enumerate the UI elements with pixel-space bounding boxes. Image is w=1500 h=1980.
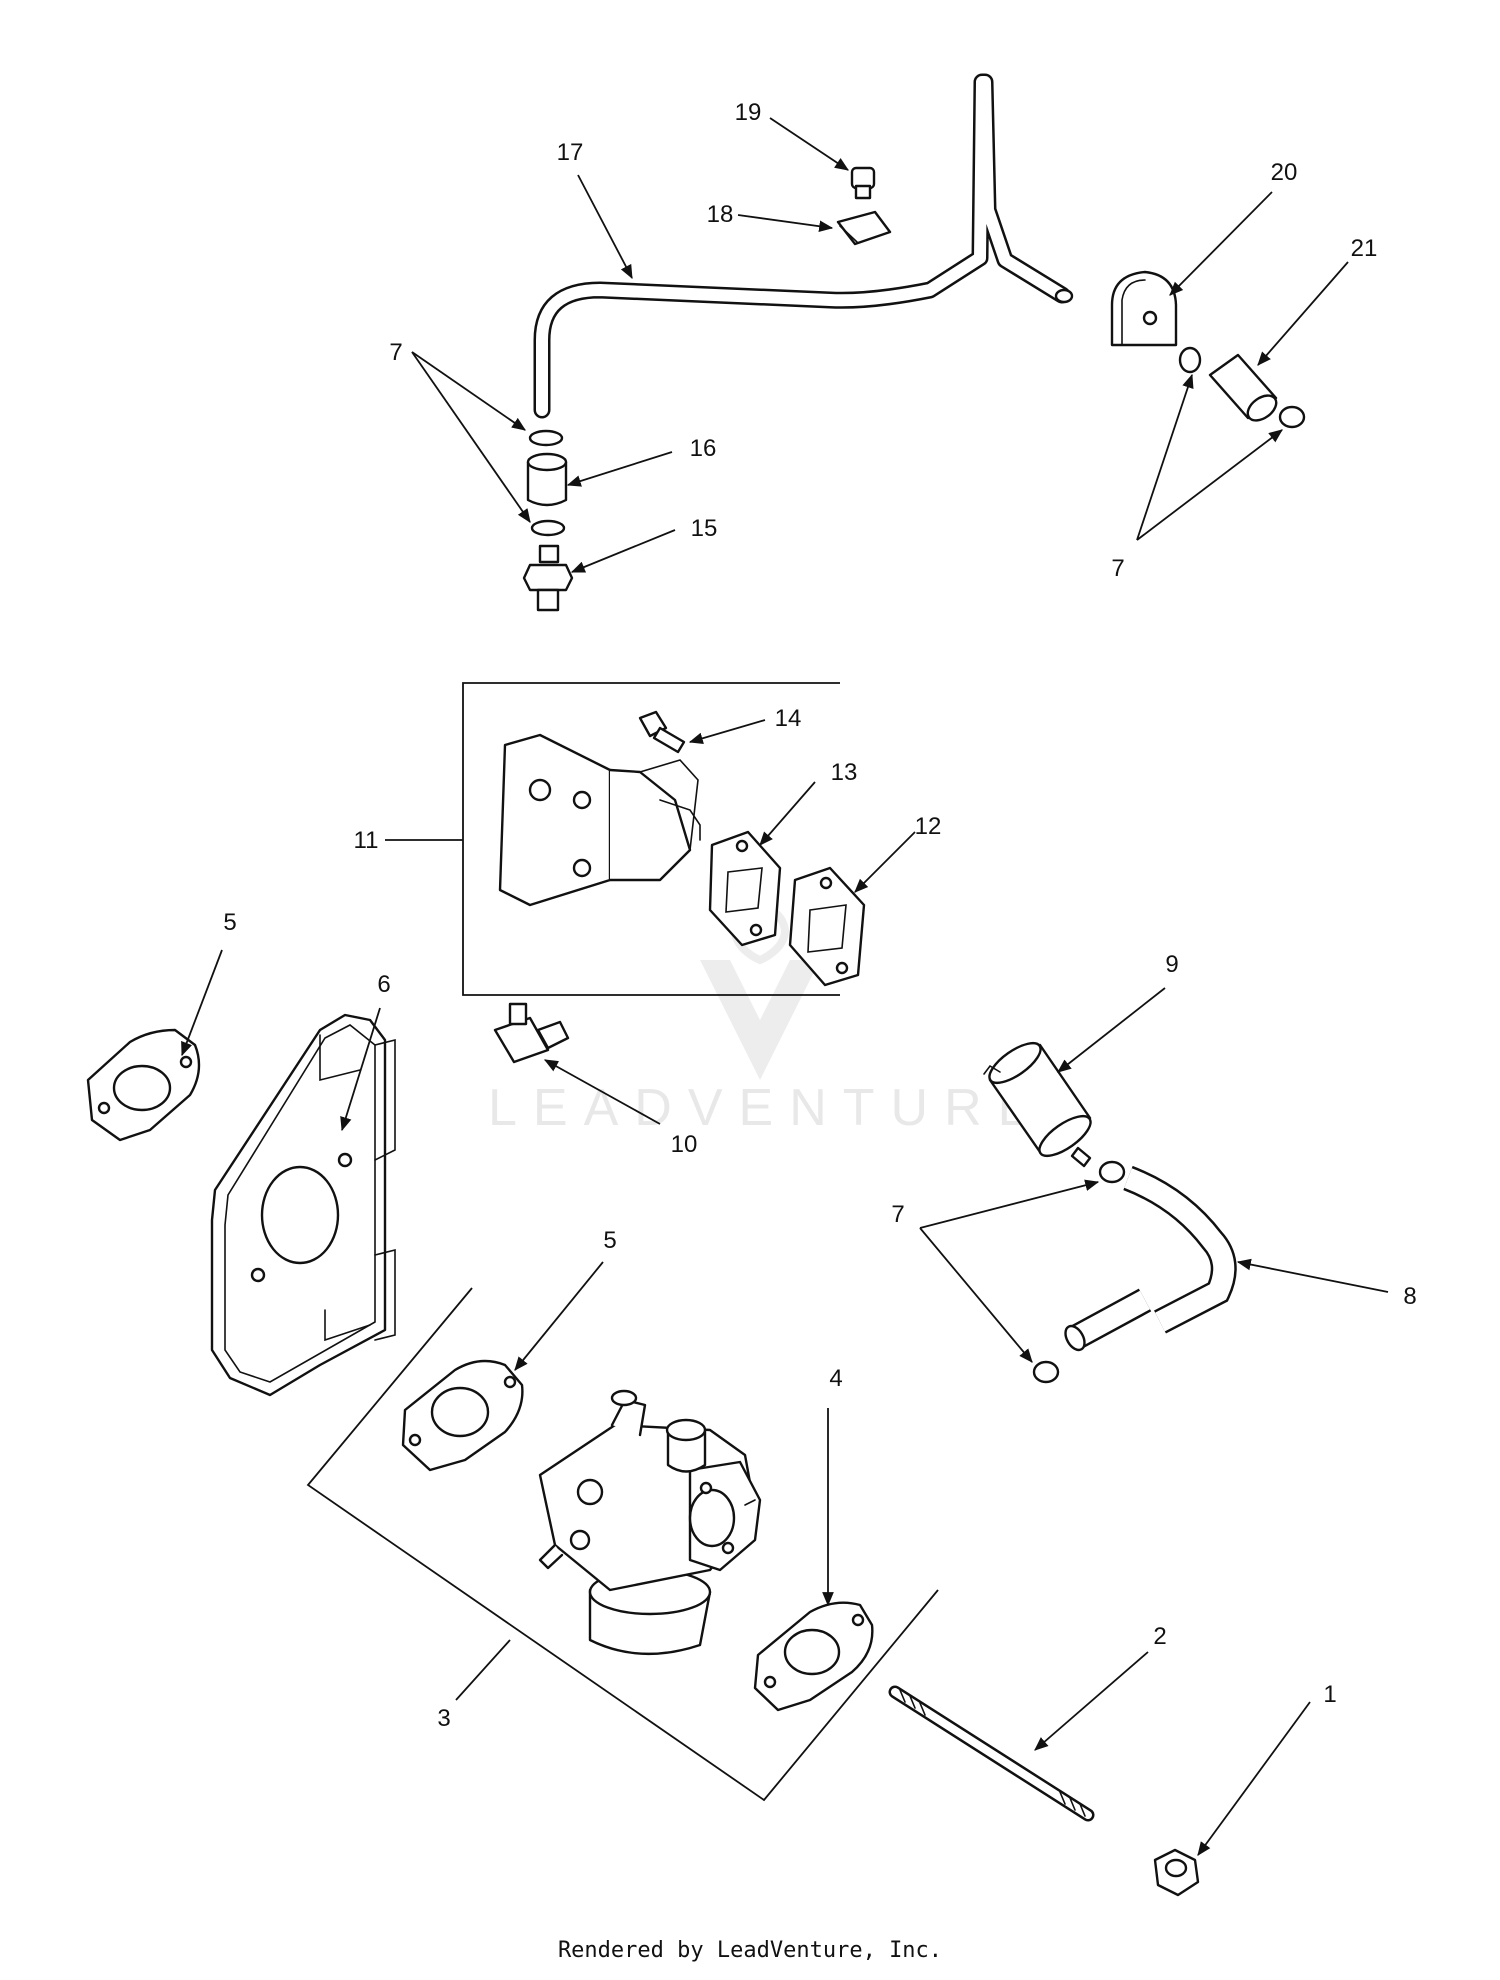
part-2-stud[interactable] <box>888 1685 1095 1822</box>
callout-19: 19 <box>735 99 762 126</box>
part-10-elbow-fitting[interactable] <box>493 1002 570 1064</box>
part-4-gasket[interactable] <box>753 1601 874 1712</box>
callout-9: 9 <box>1165 951 1178 978</box>
callout-13: 13 <box>831 759 858 786</box>
watermark-text: LEADVENTURE <box>488 1079 1048 1137</box>
callout-5-lower: 5 <box>603 1227 616 1254</box>
part-5-gasket-upper[interactable] <box>86 1028 201 1142</box>
callout-21: 21 <box>1351 235 1378 262</box>
callout-7-mid: 7 <box>891 1201 904 1228</box>
part-19-fitting[interactable] <box>850 166 876 200</box>
part-8-fuel-hose[interactable] <box>1062 1165 1237 1353</box>
part-21-hose[interactable] <box>1208 353 1281 425</box>
callout-2: 2 <box>1153 1623 1166 1650</box>
callout-5-upper: 5 <box>223 909 236 936</box>
part-6-air-cleaner-base[interactable] <box>210 1013 396 1397</box>
callout-4: 4 <box>829 1365 842 1392</box>
callout-1: 1 <box>1323 1681 1336 1708</box>
part-7-clamps-right[interactable] <box>1178 346 1306 429</box>
part-3-carburetor[interactable] <box>538 1389 762 1656</box>
part-11-fuel-pump[interactable] <box>498 733 701 907</box>
callout-6: 6 <box>377 971 390 998</box>
callout-17: 17 <box>557 139 584 166</box>
part-5-gasket-lower[interactable] <box>401 1359 524 1472</box>
part-14-screw[interactable] <box>638 710 686 754</box>
callout-3: 3 <box>437 1705 450 1732</box>
part-7-clamps-lower[interactable] <box>1032 1160 1126 1384</box>
callout-12: 12 <box>915 813 942 840</box>
callout-11: 11 <box>354 827 379 854</box>
callout-15: 15 <box>691 515 718 542</box>
part-9-fuel-filter[interactable] <box>983 1036 1097 1168</box>
callout-10: 10 <box>671 1131 698 1158</box>
callout-18: 18 <box>707 201 734 228</box>
callout-7-top-right: 7 <box>1111 555 1124 582</box>
callout-14: 14 <box>775 705 802 732</box>
part-16-hose[interactable] <box>526 452 568 507</box>
leader-lines <box>181 117 1389 1856</box>
part-12-gasket[interactable] <box>788 866 866 987</box>
callout-8: 8 <box>1403 1283 1416 1310</box>
part-20-grommet[interactable] <box>1110 270 1178 347</box>
callout-16: 16 <box>690 435 717 462</box>
part-13-gasket[interactable] <box>708 830 782 947</box>
part-1-nut[interactable] <box>1153 1848 1200 1897</box>
part-18-clip[interactable] <box>836 210 892 246</box>
footer-credit: Rendered by LeadVenture, Inc. <box>557 1938 943 1963</box>
callout-20: 20 <box>1271 159 1298 186</box>
callout-labels: 19 17 18 20 21 7 16 15 7 14 13 12 11 5 6… <box>223 99 1416 1732</box>
part-7-clamps-left[interactable] <box>528 429 566 537</box>
part-15-fitting[interactable] <box>522 544 574 612</box>
part-17-fuel-line[interactable] <box>533 73 1074 419</box>
fuel-pump-box <box>462 682 840 996</box>
callout-7-top-left: 7 <box>389 339 402 366</box>
part-3-bracket-lines <box>306 1287 939 1802</box>
watermark: LEADVENTURE <box>488 903 1048 1137</box>
